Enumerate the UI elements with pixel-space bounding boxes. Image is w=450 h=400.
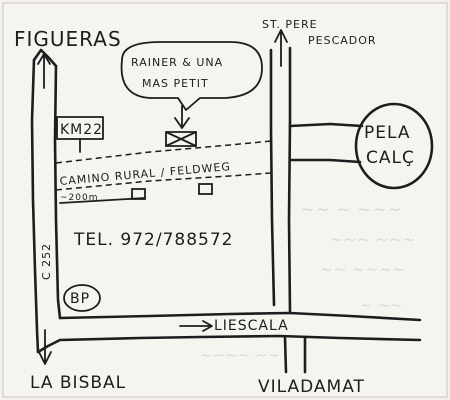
landmark-square (198, 183, 213, 195)
arrow-to-figueras (32, 48, 58, 89)
pela-cals-circle (354, 102, 434, 190)
svg-text:~~ ~~~~: ~~ ~~~~ (320, 260, 406, 279)
svg-text:~ ~~: ~ ~~ (360, 296, 402, 314)
label-pela: PELA (364, 123, 410, 143)
petrol-station-circle (63, 284, 101, 312)
km-marker-label: KM22 (60, 122, 103, 138)
petrol-station-label: BP (70, 291, 90, 307)
label-figueras: FIGUERAS (14, 27, 122, 51)
label-viladamat: VILADAMAT (258, 377, 365, 397)
road-liescala (36, 311, 422, 354)
label-st-pere: ST. PERE (262, 18, 318, 31)
label-pescador: PESCADOR (308, 34, 377, 47)
label-cals: CALÇ (366, 148, 415, 168)
destination-callout-bubble (120, 41, 263, 111)
house-marker-icon (165, 105, 197, 147)
rural-road (55, 140, 272, 204)
rural-road-distance: ~200m (60, 193, 99, 203)
road-code-label: C 252 (40, 243, 53, 280)
bleed-through-texture: ~~ ~ ~~~ ~~~ ~~~ ~~ ~~~~ ~ ~~ ~~~~ ~~ (200, 199, 416, 364)
road-st-pere (269, 29, 292, 314)
svg-text:~~~ ~~~: ~~~ ~~~ (330, 230, 416, 249)
road-to-pela-cals (288, 122, 364, 164)
label-la-bisbal: LA BISBAL (30, 373, 126, 393)
road-c252 (30, 58, 62, 354)
destination-line1: RAINER & UNA (131, 56, 223, 69)
svg-text:~~~~ ~~: ~~~~ ~~ (200, 346, 280, 364)
phone-number: TEL. 972/788572 (73, 230, 233, 250)
landmark-square (131, 188, 146, 200)
svg-text:~~ ~ ~~~: ~~ ~ ~~~ (300, 199, 402, 220)
arrow-to-la-bisbal (38, 329, 52, 365)
road-viladamat (283, 336, 307, 374)
destination-line2: MAS PETIT (142, 77, 209, 90)
label-liescala: LIESCALA (214, 318, 289, 334)
